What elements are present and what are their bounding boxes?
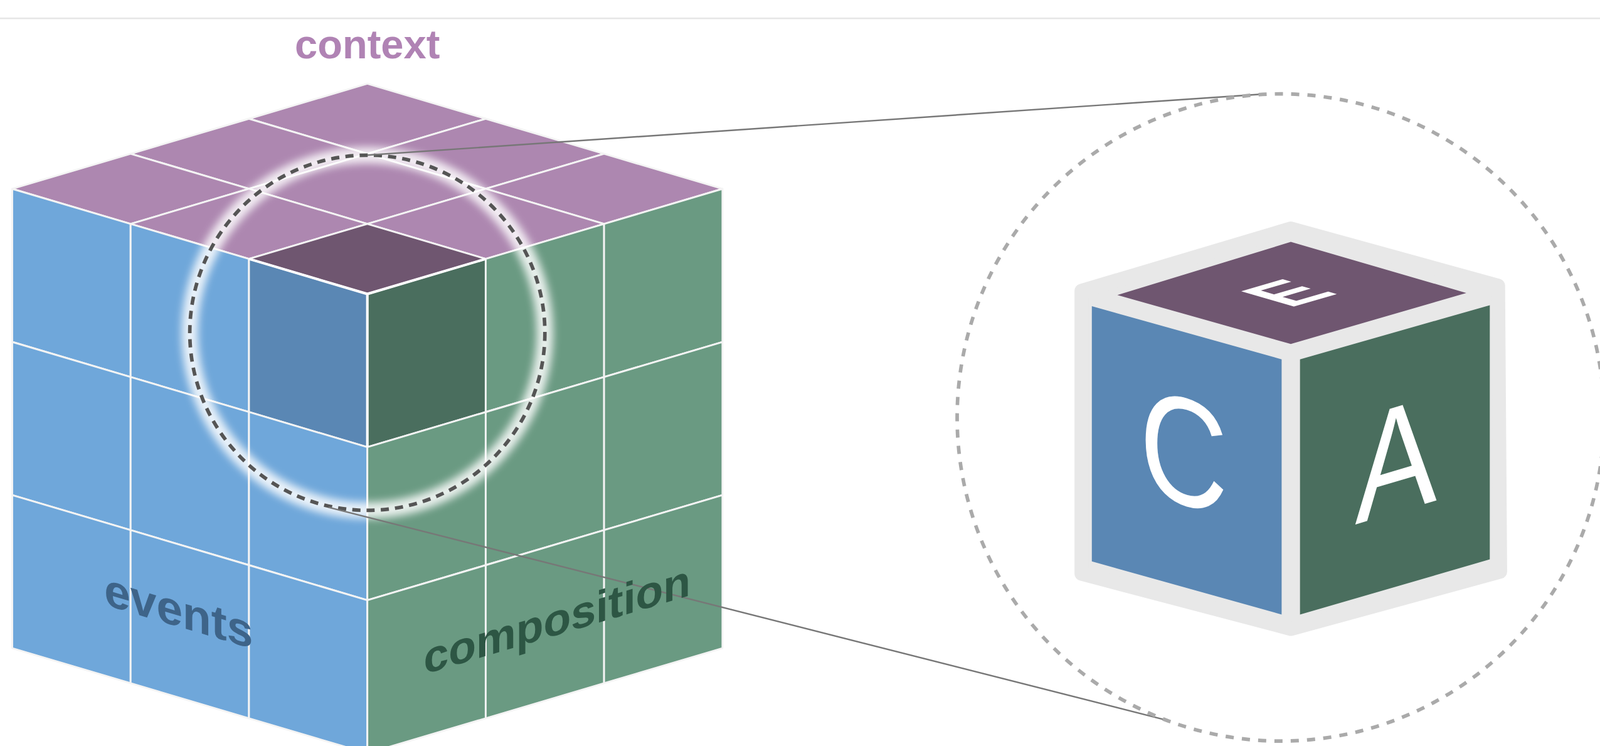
cube-right [1300,304,1491,615]
face-letter: C [1139,361,1229,541]
left-face [12,188,368,746]
leader-line [328,507,1169,721]
top-rule [0,17,1600,19]
cube-outline [1081,228,1501,629]
zoom-circle [190,154,546,510]
left-face-cell [249,565,368,746]
highlight-edge [249,259,486,448]
leader-line [367,94,1266,156]
detail-circle [957,94,1600,741]
context-label: context [294,23,440,64]
glow-ring [190,154,546,510]
cube-left [1091,306,1283,615]
face-letter: A [1355,370,1437,549]
right-face [367,188,723,746]
